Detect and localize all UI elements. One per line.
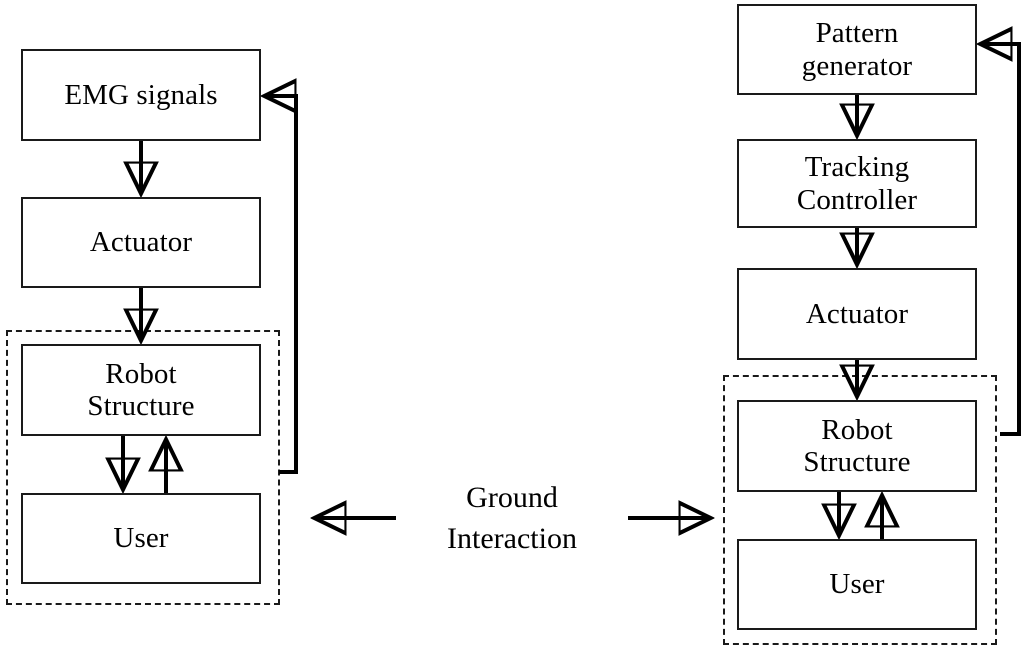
node-left-robot-structure-label: Robot Structure bbox=[87, 357, 195, 422]
node-left-actuator-label: Actuator bbox=[89, 226, 193, 259]
node-right-user-label: User bbox=[829, 568, 885, 601]
node-right-actuator[interactable]: Actuator bbox=[737, 268, 977, 360]
node-right-actuator-label: Actuator bbox=[805, 297, 909, 330]
node-left-user-label: User bbox=[113, 522, 169, 555]
node-left-user[interactable]: User bbox=[21, 493, 261, 584]
node-right-robot-structure[interactable]: Robot Structure bbox=[737, 400, 977, 492]
node-emg-signals[interactable]: EMG signals bbox=[21, 49, 261, 141]
node-left-robot-structure[interactable]: Robot Structure bbox=[21, 344, 261, 436]
node-pattern-generator[interactable]: Pattern generator bbox=[737, 4, 977, 95]
node-right-robot-structure-label: Robot Structure bbox=[803, 413, 911, 478]
node-left-actuator[interactable]: Actuator bbox=[21, 197, 261, 288]
node-emg-signals-label: EMG signals bbox=[64, 78, 218, 111]
node-tracking-controller[interactable]: Tracking Controller bbox=[737, 139, 977, 228]
ground-interaction-label: Ground Interaction bbox=[447, 481, 577, 555]
node-right-user[interactable]: User bbox=[737, 539, 977, 630]
node-tracking-controller-label: Tracking Controller bbox=[796, 151, 918, 216]
node-pattern-generator-label: Pattern generator bbox=[801, 17, 913, 82]
